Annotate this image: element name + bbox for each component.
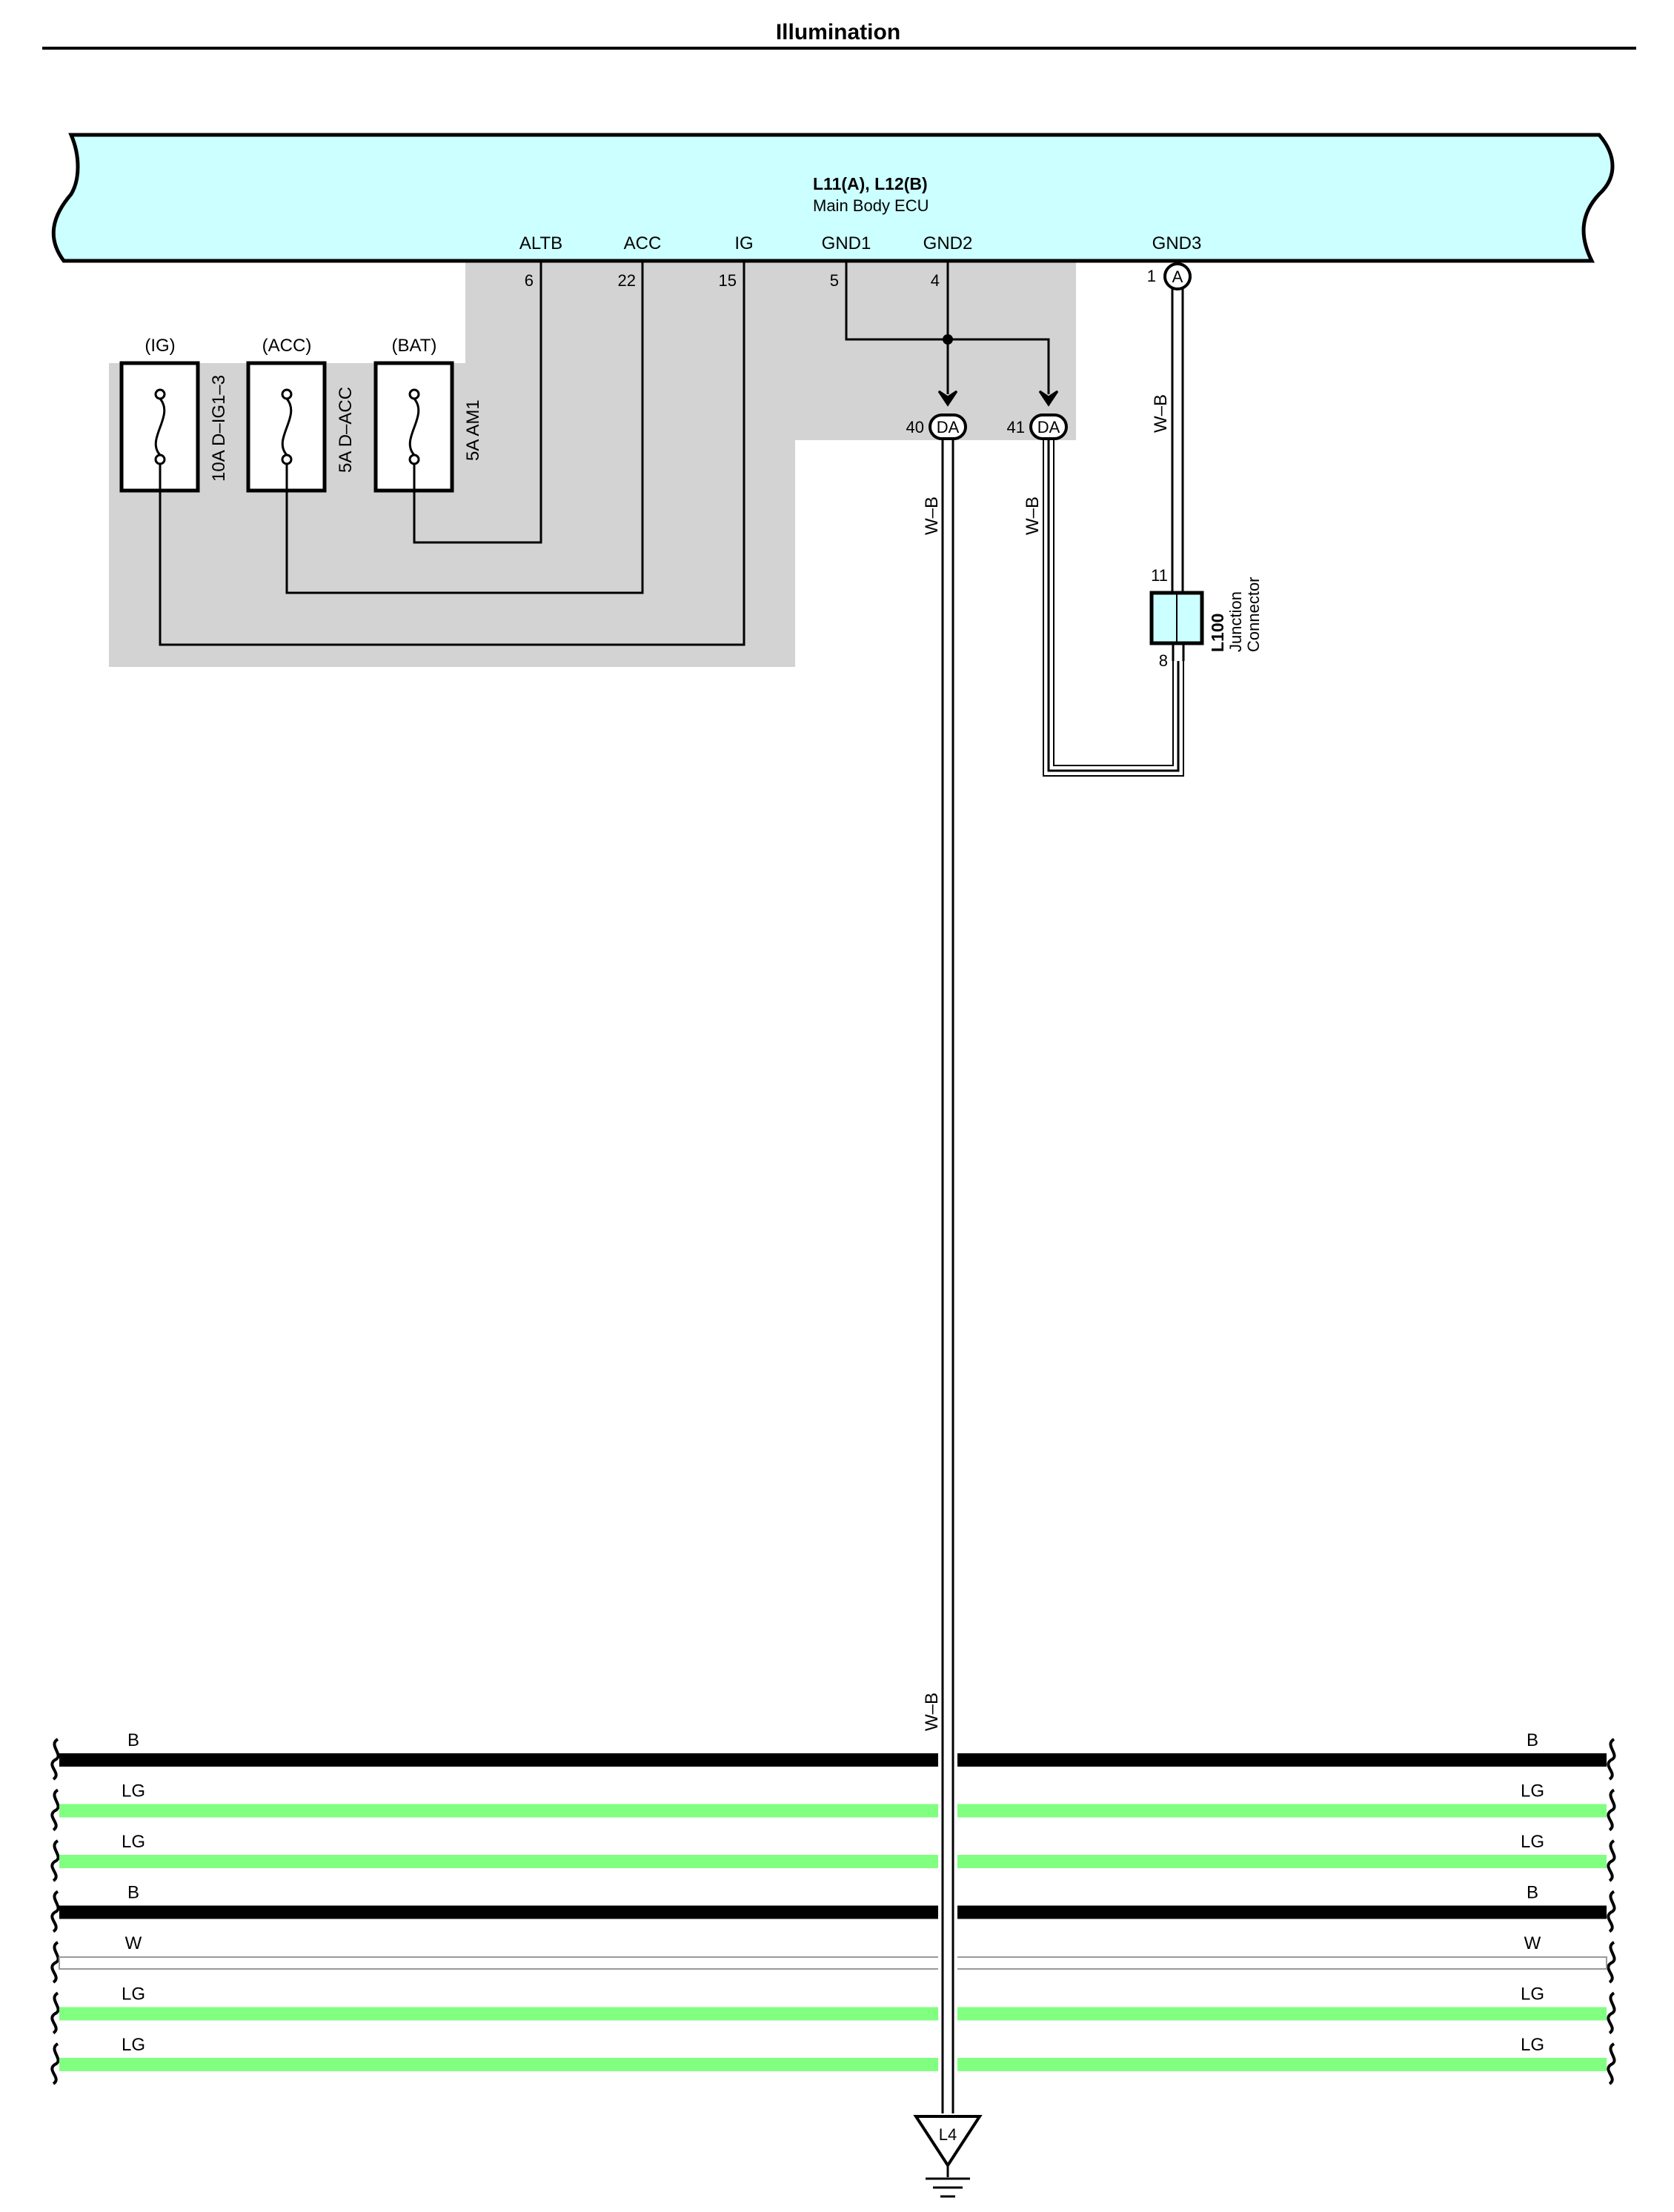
fuse-source-acc: (ACC) (262, 336, 312, 356)
fuse-rating-ig: 10A D–IG1–3 (209, 375, 229, 482)
wire-wb-da41-core (1047, 439, 1180, 772)
pin-number-acc: 22 (618, 271, 636, 290)
bus-break-left-1 (50, 1738, 60, 1781)
wire-color-label-gnd3: W–B (1151, 394, 1171, 433)
bus-wire-label-right-2: LG (1521, 1781, 1544, 1801)
bus-wire-label-left-5: W (125, 1933, 142, 1953)
junction-pin-top: 11 (1151, 566, 1168, 585)
bus-break-left-3 (50, 1839, 60, 1882)
wire-color-label-bottom: W–B (922, 1693, 942, 1731)
arrow-into-da-41 (1038, 390, 1059, 407)
bus-wire-3: LG LG (50, 1832, 1616, 1882)
terminal-label-ig: IG (734, 233, 753, 253)
bus-wire-label-left-7: LG (122, 2035, 145, 2055)
bus-break-right-1 (1607, 1738, 1616, 1781)
junction-pin-bottom: 8 (1159, 651, 1168, 670)
pin-number-ig: 15 (719, 271, 737, 290)
bus-wire-label-left-6: LG (122, 1985, 145, 2005)
bus-break-left-2 (50, 1788, 60, 1832)
bus-wire-2: LG LG (50, 1781, 1616, 1832)
fuse-source-bat: (BAT) (392, 336, 437, 356)
bus-wire-label-right-7: LG (1521, 2035, 1544, 2055)
bus-break-right-3 (1607, 1839, 1616, 1882)
bus-wire-label-left-4: B (127, 1883, 139, 1903)
pin-number-gnd3: 1 (1147, 267, 1156, 285)
bus-break-right-4 (1607, 1890, 1616, 1933)
ground-label: L4 (939, 2125, 957, 2144)
terminal-label-gnd1: GND1 (822, 233, 871, 253)
pin-number-gnd2: 4 (931, 271, 940, 290)
gnd3-connector-letter: A (1172, 268, 1183, 286)
splice-connector-code-41: DA (1037, 418, 1060, 436)
terminal-label-altb: ALTB (519, 233, 562, 253)
splice-connector-code-40: DA (937, 418, 960, 436)
arrow-into-da-40 (937, 390, 958, 407)
ecu-connector-ids: L11(A), L12(B) (813, 174, 928, 193)
bus-wire-label-left-1: B (127, 1730, 139, 1750)
bus-break-right-5 (1607, 1941, 1616, 1984)
gnd3-connector (1163, 262, 1192, 290)
fuse-source-ig: (IG) (145, 336, 175, 356)
splice-connector-da-40 (929, 413, 967, 440)
wire-wb-da41-outer (1043, 439, 1184, 777)
ecu-name: Main Body ECU (813, 196, 929, 215)
bus-wire-7: LG LG (50, 2035, 1616, 2085)
splice-connector-pin-40: 40 (906, 418, 924, 436)
terminal-label-acc: ACC (624, 233, 662, 253)
bus-wire-label-left-2: LG (122, 1781, 145, 1801)
bus-wire-line-5 (59, 1956, 1607, 1970)
bus-break-right-2 (1607, 1788, 1616, 1832)
splice-point (943, 334, 953, 345)
bus-wire-label-right-4: B (1527, 1883, 1538, 1903)
junction-connector-id: L100 (1208, 614, 1227, 652)
wire-acc-acc (285, 262, 644, 594)
wire-ig-ig (159, 262, 745, 646)
splice-connector-pin-41: 41 (1007, 418, 1025, 436)
splice-connector-da-41 (1029, 413, 1068, 440)
junction-connector-label-1: Junction (1226, 591, 1245, 652)
bus-break-left-4 (50, 1890, 60, 1933)
wire-wb-crossing-mask (938, 1745, 957, 2086)
pin-number-altb: 6 (525, 271, 534, 290)
terminal-label-gnd3: GND3 (1152, 233, 1202, 253)
pin-number-gnd1: 5 (830, 271, 839, 290)
bus-wire-6: LG LG (50, 1985, 1616, 2035)
bus-break-left-5 (50, 1941, 60, 1984)
bus-break-right-6 (1607, 1991, 1616, 2035)
bus-wire-label-right-1: B (1527, 1730, 1538, 1750)
terminal-label-gnd2: GND2 (923, 233, 973, 253)
fuse-rating-bat: 5A AM1 (463, 399, 483, 461)
ecu-box (51, 133, 1615, 263)
ground-symbol (913, 2115, 983, 2168)
wire-color-label-right: W–B (1023, 496, 1043, 535)
bus-wire-label-right-5: W (1524, 1933, 1541, 1953)
bus-break-left-6 (50, 1991, 60, 2035)
junction-connector-label-2: Connector (1244, 577, 1263, 652)
diagram-title: Illumination (776, 20, 900, 44)
wire-wb-da41-inner (1053, 439, 1174, 766)
bus-break-right-7 (1607, 2042, 1616, 2085)
fuse-rating-acc: 5A D–ACC (336, 387, 356, 473)
bus-break-left-7 (50, 2042, 60, 2085)
wire-bat-altb (413, 262, 542, 544)
bus-wire-label-right-6: LG (1521, 1985, 1544, 2005)
bus-wire-label-left-3: LG (122, 1832, 145, 1852)
wire-color-label-left: W–B (922, 496, 942, 535)
bus-wire-label-right-3: LG (1521, 1832, 1544, 1852)
